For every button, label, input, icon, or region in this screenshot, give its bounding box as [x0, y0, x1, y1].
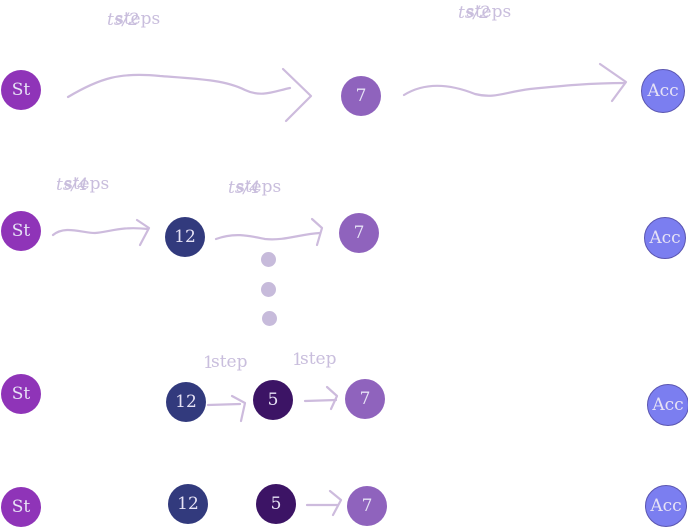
node-7: 7 [339, 213, 379, 253]
accept-node: Acc [641, 69, 685, 113]
node-12: 12 [165, 217, 205, 257]
node-7: 7 [341, 76, 381, 116]
arrow-start-to-7 [66, 67, 313, 123]
arrow-12-to-5-stroke [230, 394, 247, 423]
arrow-12-to-7-stroke [310, 217, 324, 247]
arrow-12-to-7 [214, 217, 324, 247]
ellipsis-dot [260, 251, 276, 267]
arrow-start-to-12-stroke [135, 218, 151, 247]
node-5: 5 [256, 484, 296, 524]
node-7: 7 [345, 379, 385, 419]
ellipsis-dot [261, 310, 277, 326]
arrow-start-to-7-stroke [281, 67, 313, 123]
node-5: 5 [253, 380, 293, 420]
arrow-5-to-7 [303, 385, 339, 411]
accept-node: Acc [645, 485, 687, 527]
arrow-7-to-accept-stroke [402, 81, 627, 97]
start-node: St [1, 211, 41, 251]
node-7: 7 [347, 486, 387, 526]
ellipsis-dot [260, 281, 276, 297]
accept-node: Acc [644, 217, 686, 259]
node-12: 12 [166, 382, 206, 422]
accept-node: Acc [647, 384, 688, 426]
arrow-5-to-7-stroke [325, 385, 339, 411]
start-node: St [1, 374, 41, 414]
arrow-start-to-12 [51, 218, 151, 247]
arrow-7-to-accept-stroke [598, 62, 628, 103]
arrow-12-to-7-stroke [214, 231, 322, 241]
start-node: St [1, 487, 41, 527]
node-12: 12 [168, 484, 208, 524]
arrow-5-to-7-stroke [328, 489, 343, 517]
arrow-5-to-7-stroke [303, 398, 338, 403]
arrow-start-to-12-stroke [51, 227, 150, 237]
arrow-5-to-7 [305, 489, 343, 517]
arrow-7-to-accept [402, 62, 628, 103]
arrow-12-to-5 [206, 394, 247, 423]
arrow-start-to-7-stroke [66, 73, 292, 99]
start-node: St [1, 70, 41, 110]
arrow-12-to-5-stroke [206, 402, 242, 407]
